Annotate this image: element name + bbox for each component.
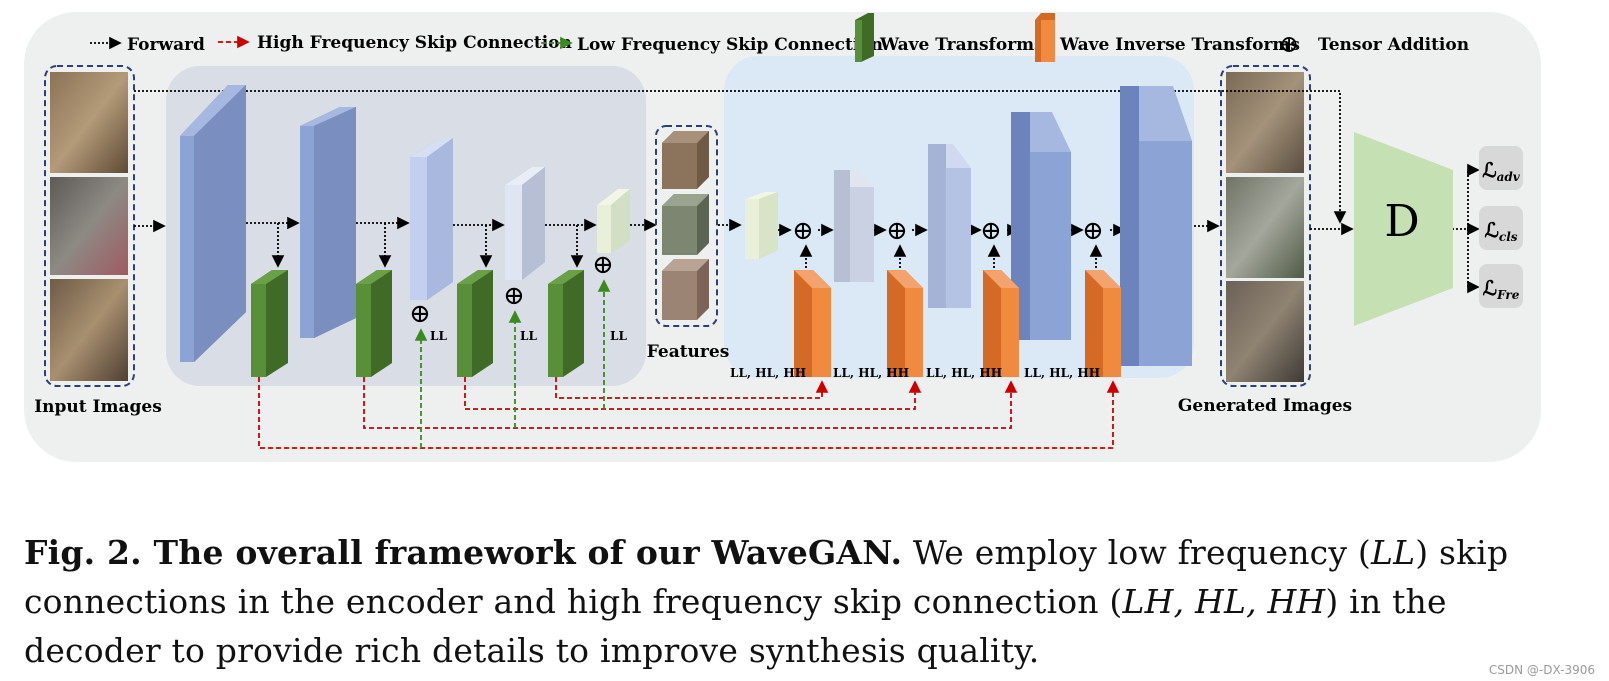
tensor-addition-icon: ⊕ (1279, 30, 1299, 58)
high-frequency-skip-connections (258, 377, 1120, 449)
decoder-block-1 (745, 192, 778, 259)
cat-photo-icon (50, 177, 128, 275)
cat-photo-icon (50, 279, 128, 381)
decoder-block-5 (1120, 86, 1192, 366)
framework-diagram: Forward High Frequency Skip Connection L… (24, 12, 1541, 462)
encoder-block-1 (180, 85, 246, 362)
wave-inverse-transform-3 (983, 270, 1019, 377)
tensor-addition-icon: ⊕ (886, 216, 908, 246)
ll-label: LL (430, 329, 447, 343)
decoder-block-3 (928, 144, 971, 308)
low-frequency-skip-connections (414, 279, 611, 448)
tensor-addition-icon: ⊕ (792, 216, 814, 246)
loss-adv: ℒadv (1479, 146, 1523, 190)
generated-images-label: Generated Images (1178, 396, 1352, 416)
legend-forward-label: Forward (127, 35, 205, 55)
ll-hl-hh-label: LL, HL, HH (833, 366, 909, 380)
ll-label: LL (520, 329, 537, 343)
loss-symbol: ℒ (1484, 218, 1498, 242)
generated-images: Generated Images (1178, 65, 1352, 416)
feature-cube-2 (662, 194, 709, 255)
ll-label: LL (610, 329, 627, 343)
legend-wave-inverse-icon (1035, 13, 1055, 62)
cat-photo-icon (50, 72, 128, 173)
features-box (655, 125, 718, 327)
tensor-addition-icon: ⊕ (409, 299, 431, 329)
loss-subscript: cls (1499, 230, 1518, 244)
generated-images-box (1220, 65, 1311, 387)
discriminator: D (1354, 132, 1453, 326)
feature-cube-3 (662, 259, 709, 320)
encoder-block-2 (300, 107, 356, 338)
decoder-block-2 (834, 170, 874, 282)
watermark: CSDN @-DX-3906 (1488, 663, 1595, 677)
legend: Forward High Frequency Skip Connection L… (90, 13, 1469, 62)
loss-fre: ℒFre (1479, 264, 1523, 308)
wave-inverse-transform-4 (1085, 270, 1121, 377)
loss-subscript: adv (1497, 170, 1521, 184)
loss-subscript: Fre (1496, 288, 1520, 302)
wave-transform-4 (548, 270, 584, 377)
ll-hl-hh-label: LL, HL, HH (730, 366, 806, 380)
figure-caption: Fig. 2. The overall framework of our Wav… (24, 528, 1584, 675)
input-images-label: Input Images (34, 397, 162, 417)
svg-text:ℒcls: ℒcls (1484, 218, 1517, 244)
legend-wave-icon (855, 13, 874, 62)
loss-symbol: ℒ (1483, 276, 1497, 300)
encoder-block-5 (597, 189, 630, 253)
decoder-block-4 (1011, 112, 1071, 340)
caption-text: We employ low frequency ( (902, 533, 1371, 572)
legend-high-freq-label: High Frequency Skip Connection (257, 33, 572, 53)
svg-text:ℒFre: ℒFre (1483, 276, 1520, 302)
feature-cube-1 (662, 131, 709, 189)
legend-low-freq-label: Low Frequency Skip Connection (577, 35, 883, 55)
discriminator-label: D (1384, 196, 1419, 247)
tensor-addition-icon: ⊕ (503, 281, 525, 311)
features-label: Features (647, 342, 730, 362)
tensor-addition-icon: ⊕ (1082, 216, 1104, 246)
ll-hl-hh-label: LL, HL, HH (1024, 366, 1100, 380)
loss-symbol: ℒ (1482, 158, 1496, 182)
svg-text:ℒadv: ℒadv (1482, 158, 1521, 184)
caption-math-ll: LL (1370, 533, 1416, 572)
legend-wave-label: Wave Transforms (879, 35, 1044, 55)
wave-transform-1 (251, 270, 288, 377)
legend-wave-inverse-label: Wave Inverse Transforms (1059, 35, 1300, 55)
discriminator-shape (1354, 132, 1453, 326)
tensor-addition-icon: ⊕ (980, 216, 1002, 246)
wave-inverse-transform-1 (794, 270, 831, 377)
caption-title: Fig. 2. The overall framework of our Wav… (24, 533, 903, 572)
encoder-block-4 (505, 167, 545, 280)
cat-photo-icon (1226, 177, 1304, 278)
cat-photo-icon (1226, 281, 1304, 382)
loss-cls: ℒcls (1479, 206, 1523, 250)
tensor-addition-icon: ⊕ (592, 250, 614, 280)
wave-transform-2 (356, 270, 392, 377)
encoder-block-3 (410, 138, 453, 300)
caption-text: ) skip connections in the encoder and hi… (24, 533, 1509, 621)
wave-transform-3 (457, 270, 493, 377)
wave-inverse-transform-2 (887, 270, 923, 377)
forward-arrows (134, 90, 1480, 294)
legend-add-label: Tensor Addition (1318, 35, 1469, 55)
features: Features (647, 125, 730, 362)
ll-hl-hh-label: LL, HL, HH (926, 366, 1002, 380)
caption-math-lh-hl-hh: LH, HL, HH (1122, 582, 1326, 621)
cat-photo-icon (1226, 72, 1304, 173)
caption-text: ) in the decoder to provide rich details… (24, 582, 1447, 670)
